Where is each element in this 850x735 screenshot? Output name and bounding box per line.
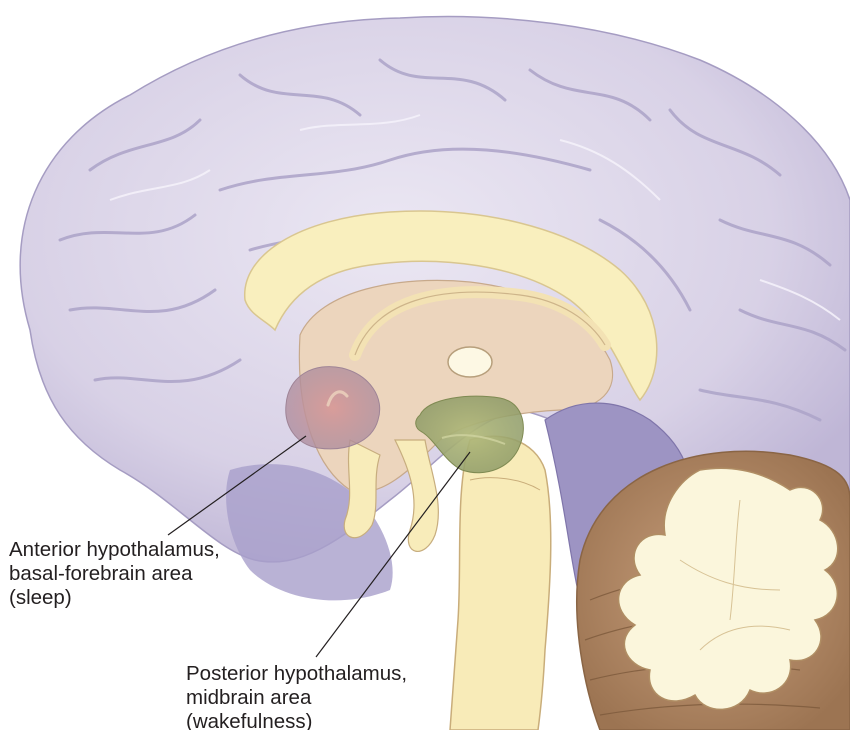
anterior-label-line-2: basal-forebrain area	[9, 562, 220, 586]
posterior-label-line-2: midbrain area	[186, 686, 407, 710]
interthalamic-adhesion	[448, 347, 492, 377]
posterior-label-line-1: Posterior hypothalamus,	[186, 662, 407, 686]
posterior-label-line-3: (wakefulness)	[186, 710, 407, 730]
brainstem	[450, 436, 551, 730]
anterior-hypothalamus-label: Anterior hypothalamus, basal-forebrain a…	[9, 538, 220, 610]
posterior-hypothalamus-label: Posterior hypothalamus, midbrain area (w…	[186, 662, 407, 730]
anterior-label-line-3: (sleep)	[9, 586, 220, 610]
anterior-label-line-1: Anterior hypothalamus,	[9, 538, 220, 562]
